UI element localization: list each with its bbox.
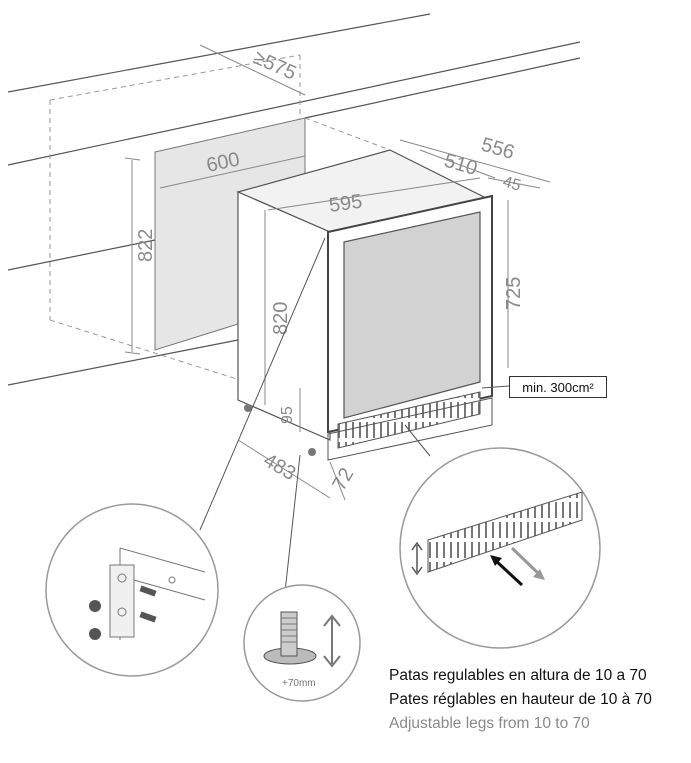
caption-en: Adjustable legs from 10 to 70 [389, 715, 590, 732]
caption-es: Patas regulables en altura de 10 a 70 [389, 667, 647, 684]
niche-dimension-lines [124, 44, 306, 355]
unit-width-label: 595 [328, 191, 364, 217]
callout-leaders [199, 237, 510, 593]
front-foot [308, 448, 316, 456]
niche-hidden-edges [49, 54, 391, 381]
grill-detail-circle [399, 447, 601, 649]
rear-foot [244, 404, 252, 412]
caption-fr: Pates réglables en hauteur de 10 à 70 [389, 691, 652, 708]
door-depth-label: 45 [501, 174, 523, 195]
countertop-outline [7, 13, 581, 386]
unit-height-label: 820 [270, 302, 292, 335]
unit-depth-total-label: 556 [479, 134, 517, 164]
bracket-detail-circle [45, 503, 219, 677]
unit-depth-body-label: 510 [442, 150, 480, 180]
plinth [327, 397, 493, 461]
cabinet-side [237, 191, 331, 441]
feet-depth-label: 483 [260, 449, 300, 485]
niche-height-label: 822 [135, 229, 157, 262]
wine-cooler [236, 149, 493, 461]
ventilation-callout: min. 300cm² [509, 376, 607, 398]
leg-range-label: +70mm [282, 678, 316, 689]
niche-depth-label: ≥575 [250, 46, 299, 84]
door-glass [343, 211, 481, 419]
ventilation-grill [337, 391, 481, 449]
leg-detail-circle: +70mm [243, 584, 361, 702]
plinth-height-label: 95 [279, 406, 296, 424]
door-height-label: 725 [503, 277, 525, 310]
cabinet-dimension-lines [237, 139, 551, 501]
